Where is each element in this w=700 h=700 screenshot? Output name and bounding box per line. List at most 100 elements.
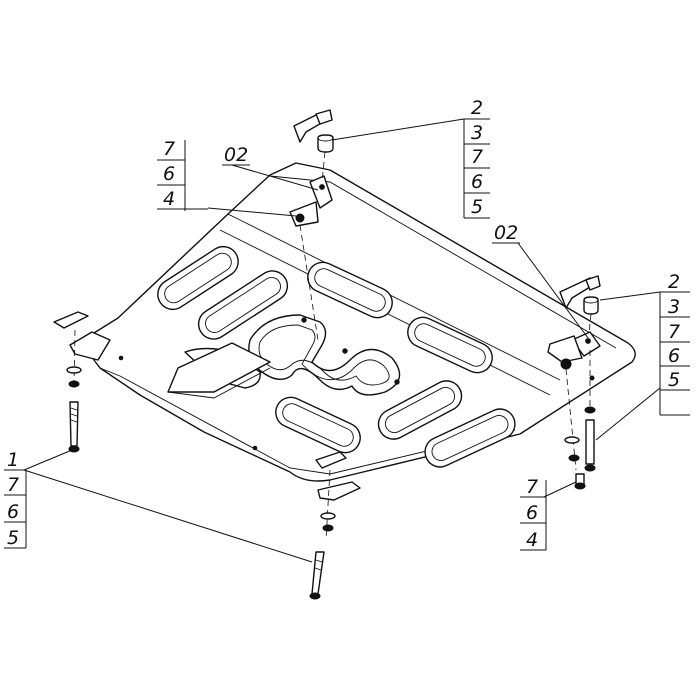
bracket-upright bbox=[309, 175, 333, 209]
wavy-rib bbox=[248, 314, 401, 396]
axis-line bbox=[588, 313, 592, 335]
plate-fold-line-top bbox=[227, 213, 561, 381]
callout-stack-bottom-left: 1 7 6 5 bbox=[4, 449, 27, 549]
hatch-cover bbox=[167, 342, 271, 393]
callout-stack-top-left: 7 6 4 bbox=[157, 138, 208, 211]
bracket-slot-hole bbox=[585, 338, 591, 344]
callout-number: 6 bbox=[668, 345, 680, 367]
axis-line bbox=[321, 151, 326, 183]
reference-number: 02 bbox=[224, 144, 248, 166]
clip-plate bbox=[53, 311, 89, 329]
thread bbox=[70, 419, 78, 423]
callout-number: 2 bbox=[471, 97, 483, 119]
leader bbox=[231, 164, 319, 191]
skid-plate bbox=[69, 162, 636, 501]
mount-hole bbox=[118, 355, 124, 361]
leader bbox=[331, 118, 465, 141]
rib bbox=[197, 270, 289, 340]
callout-number: 1 bbox=[7, 449, 19, 471]
top-left-hardware bbox=[293, 109, 334, 341]
bracket-slot-hole bbox=[319, 184, 325, 190]
mount-hole bbox=[589, 375, 595, 381]
mount-hole bbox=[301, 317, 307, 323]
front-left-lug bbox=[69, 331, 111, 361]
callout-number: 5 bbox=[7, 527, 19, 549]
rib-inner bbox=[414, 323, 486, 367]
clip-plate-tab bbox=[315, 109, 333, 125]
leader bbox=[207, 207, 297, 217]
bracket-bolt-hole bbox=[560, 358, 572, 370]
callout-stack-bottom-right: 7 6 4 bbox=[520, 476, 547, 551]
rib-inner bbox=[431, 415, 509, 461]
bracket-right bbox=[547, 331, 601, 370]
washer bbox=[564, 436, 580, 444]
leader bbox=[599, 291, 661, 301]
bolt-shank bbox=[69, 401, 79, 447]
mount-hole bbox=[252, 445, 258, 451]
bolt-head bbox=[309, 592, 321, 600]
mount-hole bbox=[394, 379, 400, 385]
stiffening-ribs bbox=[157, 245, 516, 468]
callout-number: 2 bbox=[668, 271, 680, 293]
callout-number: 3 bbox=[668, 296, 680, 318]
callout-number: 3 bbox=[471, 122, 483, 144]
callout-number: 6 bbox=[526, 502, 538, 524]
wavy-rib-inner bbox=[258, 324, 390, 386]
callout-number: 6 bbox=[163, 163, 175, 185]
callout-number: 6 bbox=[471, 171, 483, 193]
rib bbox=[157, 245, 239, 311]
mount-hole bbox=[342, 348, 348, 354]
top-right-hardware bbox=[559, 275, 601, 471]
callout-number: 4 bbox=[163, 188, 175, 210]
rib-inner bbox=[164, 252, 232, 304]
thread bbox=[315, 559, 323, 563]
axis-line bbox=[325, 469, 331, 541]
bolt-head bbox=[574, 482, 586, 490]
callout-stack-right: 2 3 7 6 5 bbox=[659, 271, 690, 416]
rib bbox=[307, 261, 393, 319]
callout-number: 5 bbox=[668, 369, 680, 391]
bracket-foot bbox=[547, 335, 583, 363]
washer bbox=[66, 366, 82, 374]
axis-line bbox=[565, 368, 577, 471]
plate-edge-front bbox=[99, 367, 516, 475]
spacer-top bbox=[583, 296, 599, 304]
thread bbox=[314, 567, 322, 571]
thread bbox=[70, 413, 78, 417]
plate-rim-line bbox=[269, 175, 617, 349]
center-fastener-stack bbox=[309, 451, 347, 600]
reference-number: 02 bbox=[494, 222, 518, 244]
left-fastener-stack bbox=[53, 311, 89, 453]
right-fastener-stack bbox=[564, 406, 596, 490]
callout-number: 7 bbox=[471, 146, 483, 168]
stud-shank bbox=[585, 419, 595, 465]
clip-plate-tab bbox=[585, 275, 601, 291]
callout-stack-top-right: 2 3 7 6 5 bbox=[463, 97, 490, 219]
spacer-bushing bbox=[583, 296, 599, 315]
callout-number: 6 bbox=[7, 501, 19, 523]
callout-number: 7 bbox=[526, 476, 538, 498]
leader bbox=[23, 469, 313, 563]
access-hatch bbox=[167, 342, 271, 399]
leader bbox=[23, 449, 73, 471]
rib bbox=[424, 408, 516, 468]
rib bbox=[275, 396, 361, 454]
callout-number: 4 bbox=[526, 529, 538, 551]
spacer-top bbox=[317, 134, 334, 142]
leader-lines bbox=[23, 118, 661, 563]
clip-plate bbox=[315, 451, 347, 469]
ref-label-left: 02 bbox=[222, 144, 250, 166]
hatch-cover-edge bbox=[167, 367, 271, 399]
callout-number: 7 bbox=[163, 138, 175, 160]
bolt-shank bbox=[311, 551, 325, 595]
spacer-bushing bbox=[317, 134, 334, 153]
stud-head bbox=[584, 464, 596, 472]
bracket-left bbox=[289, 175, 333, 227]
rib-inner bbox=[282, 403, 354, 447]
rib-inner bbox=[205, 277, 281, 333]
front-center-lug bbox=[317, 481, 361, 501]
leader bbox=[517, 242, 589, 339]
lock-washer bbox=[68, 380, 80, 388]
axis-line bbox=[73, 329, 76, 386]
